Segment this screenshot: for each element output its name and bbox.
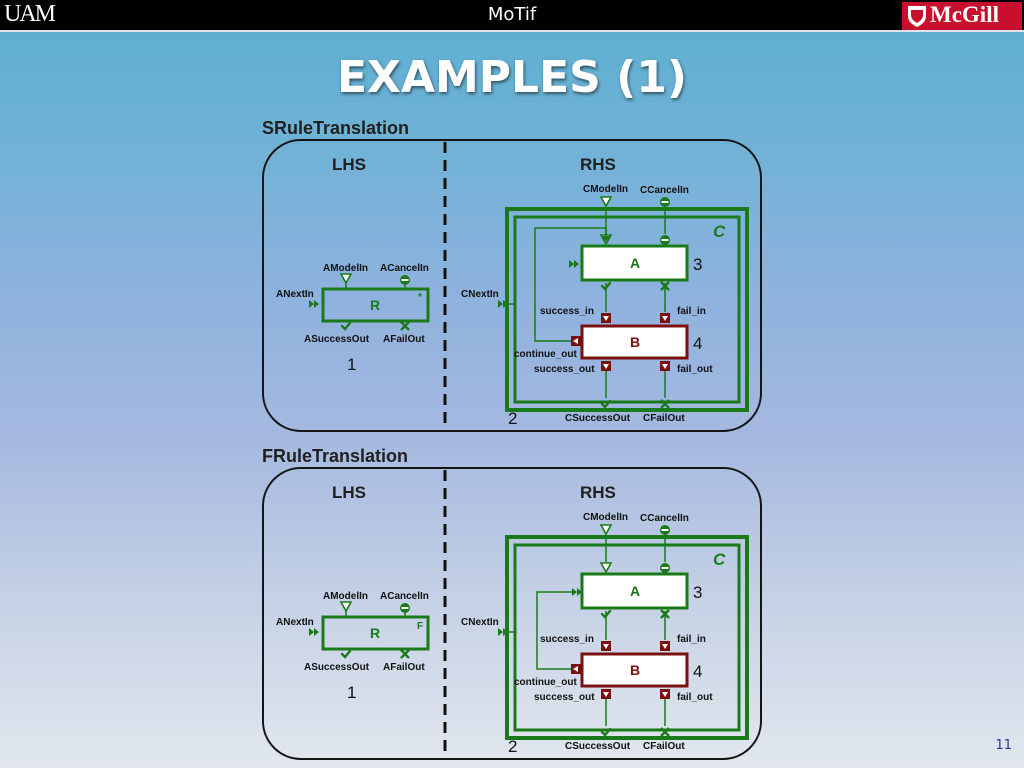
lhs-next-in-label: ANextIn: [276, 289, 314, 300]
lhs-fail-out-label: AFailOut: [383, 334, 425, 345]
fail-out-label: fail_out: [677, 364, 713, 375]
continue-loop-wire: [536, 591, 574, 670]
lhs-model-in-label: AModelIn: [323, 263, 368, 274]
shield-icon: [908, 6, 926, 27]
rhs-cancel-in-label: CCancelIn: [640, 185, 689, 196]
page-number: 11: [995, 738, 1012, 753]
lhs-number: 1: [347, 355, 356, 374]
success-in-label: success_in: [540, 634, 594, 645]
block-a-label: A: [630, 583, 640, 599]
success-out-label: success_out: [534, 692, 595, 703]
rule-panel-frule: FRuleTranslation LHS RHS AModelIn ACance…: [262, 446, 761, 759]
rule-block-label: R: [370, 297, 380, 313]
lhs-model-in-label: AModelIn: [323, 591, 368, 602]
c-success-out-label: CSuccessOut: [565, 741, 631, 752]
composite-number: 2: [508, 409, 517, 428]
lhs-success-out-label: ASuccessOut: [304, 662, 370, 673]
c-fail-out-label: CFailOut: [643, 413, 685, 424]
block-a-number: 3: [693, 583, 702, 602]
fail-in-label: fail_in: [677, 634, 706, 645]
success-out-label: success_out: [534, 364, 595, 375]
composite-number: 2: [508, 737, 517, 756]
lhs-heading: LHS: [332, 483, 366, 502]
lhs-success-out-label: ASuccessOut: [304, 334, 370, 345]
top-bar: UAM MoTif McGill: [0, 0, 1024, 32]
lhs-cancel-in-label: ACancelIn: [380, 591, 429, 602]
rule-title: FRuleTranslation: [262, 446, 408, 466]
rule-block-marker: F: [417, 621, 423, 632]
lhs-number: 1: [347, 683, 356, 702]
rhs-heading: RHS: [580, 483, 616, 502]
fail-in-label: fail_in: [677, 306, 706, 317]
rule-panel-srule: SRuleTranslation LHS RHS AModelIn ACance…: [262, 118, 761, 431]
presentation-title: MoTif: [487, 4, 537, 25]
rule-panel-frame: [263, 140, 761, 431]
rule-block-marker: *: [418, 292, 422, 303]
rhs-model-in-label: CModelIn: [583, 184, 628, 195]
block-b-number: 4: [693, 662, 702, 681]
block-a-label: A: [630, 255, 640, 271]
lhs-next-in-label: ANextIn: [276, 617, 314, 628]
rhs-model-in-label: CModelIn: [583, 512, 628, 523]
composite-label: C: [713, 222, 726, 241]
uam-logo: UAM: [4, 1, 56, 27]
slide-title: EXAMPLES (1): [336, 52, 687, 103]
composite-label: C: [713, 550, 726, 569]
continue-out-label: continue_out: [514, 677, 577, 688]
lhs-cancel-in-label: ACancelIn: [380, 263, 429, 274]
c-fail-out-label: CFailOut: [643, 741, 685, 752]
continue-out-label: continue_out: [514, 349, 577, 360]
rhs-next-in-label: CNextIn: [461, 289, 499, 300]
rhs-next-in-label: CNextIn: [461, 617, 499, 628]
success-in-label: success_in: [540, 306, 594, 317]
rule-panel-frame: [263, 468, 761, 759]
block-b-label: B: [630, 334, 640, 350]
rhs-heading: RHS: [580, 155, 616, 174]
lhs-fail-out-label: AFailOut: [383, 662, 425, 673]
block-b-label: B: [630, 662, 640, 678]
continue-loop-wire: [534, 227, 607, 342]
mcgill-logo-text: McGill: [930, 2, 999, 27]
mcgill-logo: McGill: [902, 2, 1022, 30]
block-b-number: 4: [693, 334, 702, 353]
fail-out-label: fail_out: [677, 692, 713, 703]
rule-block-label: R: [370, 625, 380, 641]
c-success-out-label: CSuccessOut: [565, 413, 631, 424]
rhs-cancel-in-label: CCancelIn: [640, 513, 689, 524]
block-a-number: 3: [693, 255, 702, 274]
lhs-heading: LHS: [332, 155, 366, 174]
rule-title: SRuleTranslation: [262, 118, 409, 138]
